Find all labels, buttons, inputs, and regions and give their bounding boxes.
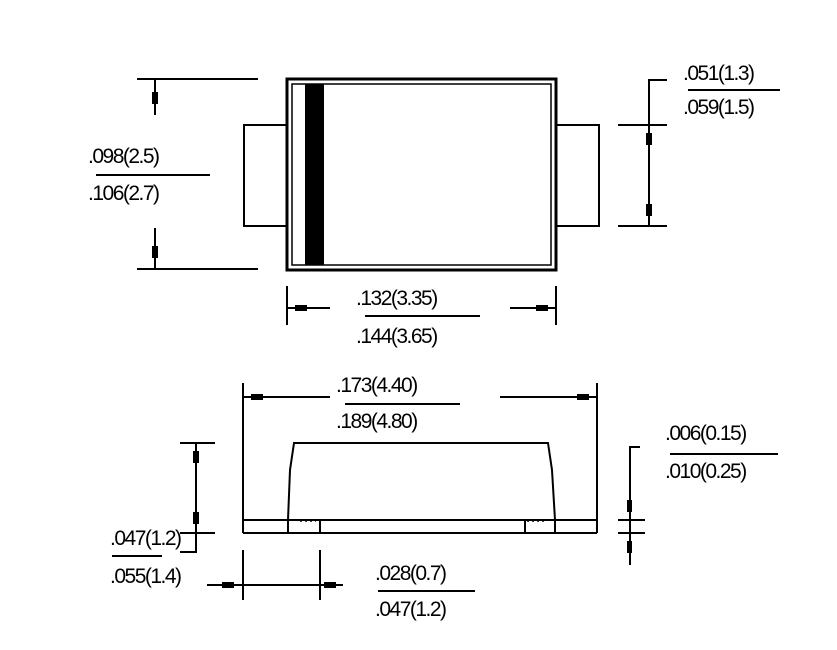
right-lead [555, 124, 600, 227]
lead-length-min: .028(0.7) [375, 562, 446, 585]
lead-thickness-max: .010(0.25) [665, 460, 746, 483]
lead-width-max: .059(1.5) [683, 96, 754, 119]
body-inner-outline [291, 83, 552, 266]
side-view: .173(4.40) .189(4.80) .047(1.2) .055(1.4… [110, 374, 778, 621]
lead-width-min: .051(1.3) [683, 62, 754, 85]
package-height-max: .055(1.4) [110, 565, 181, 588]
body-length-min: .132(3.35) [356, 287, 437, 310]
body-length-dimension: .132(3.35) .144(3.65) [286, 286, 557, 348]
cathode-band [305, 84, 324, 265]
left-lead [243, 124, 288, 227]
overall-length-min: .173(4.40) [336, 374, 417, 397]
body-height-dimension: .098(2.5) .106(2.7) [88, 78, 258, 270]
body-height-max: .106(2.7) [88, 182, 159, 205]
package-height-min: .047(1.2) [110, 527, 181, 550]
package-profile [243, 442, 597, 534]
overall-length-max: .189(4.80) [336, 410, 417, 433]
package-height-dimension: .047(1.2) .055(1.4) [110, 442, 215, 588]
top-view: .098(2.5) .106(2.7) .051(1.3) .059(1.5) … [88, 62, 780, 348]
lead-width-dimension: .051(1.3) .059(1.5) [618, 62, 780, 227]
lead-length-max: .047(1.2) [375, 598, 446, 621]
body-length-max: .144(3.65) [356, 325, 437, 348]
overall-length-dimension: .173(4.40) .189(4.80) [242, 374, 598, 533]
body-outline [285, 77, 558, 272]
lead-thickness-min: .006(0.15) [665, 422, 746, 445]
body-height-min: .098(2.5) [88, 145, 159, 168]
lead-thickness-dimension: .006(0.15) .010(0.25) [618, 422, 778, 565]
lead-length-dimension: .028(0.7) .047(1.2) [207, 550, 475, 621]
